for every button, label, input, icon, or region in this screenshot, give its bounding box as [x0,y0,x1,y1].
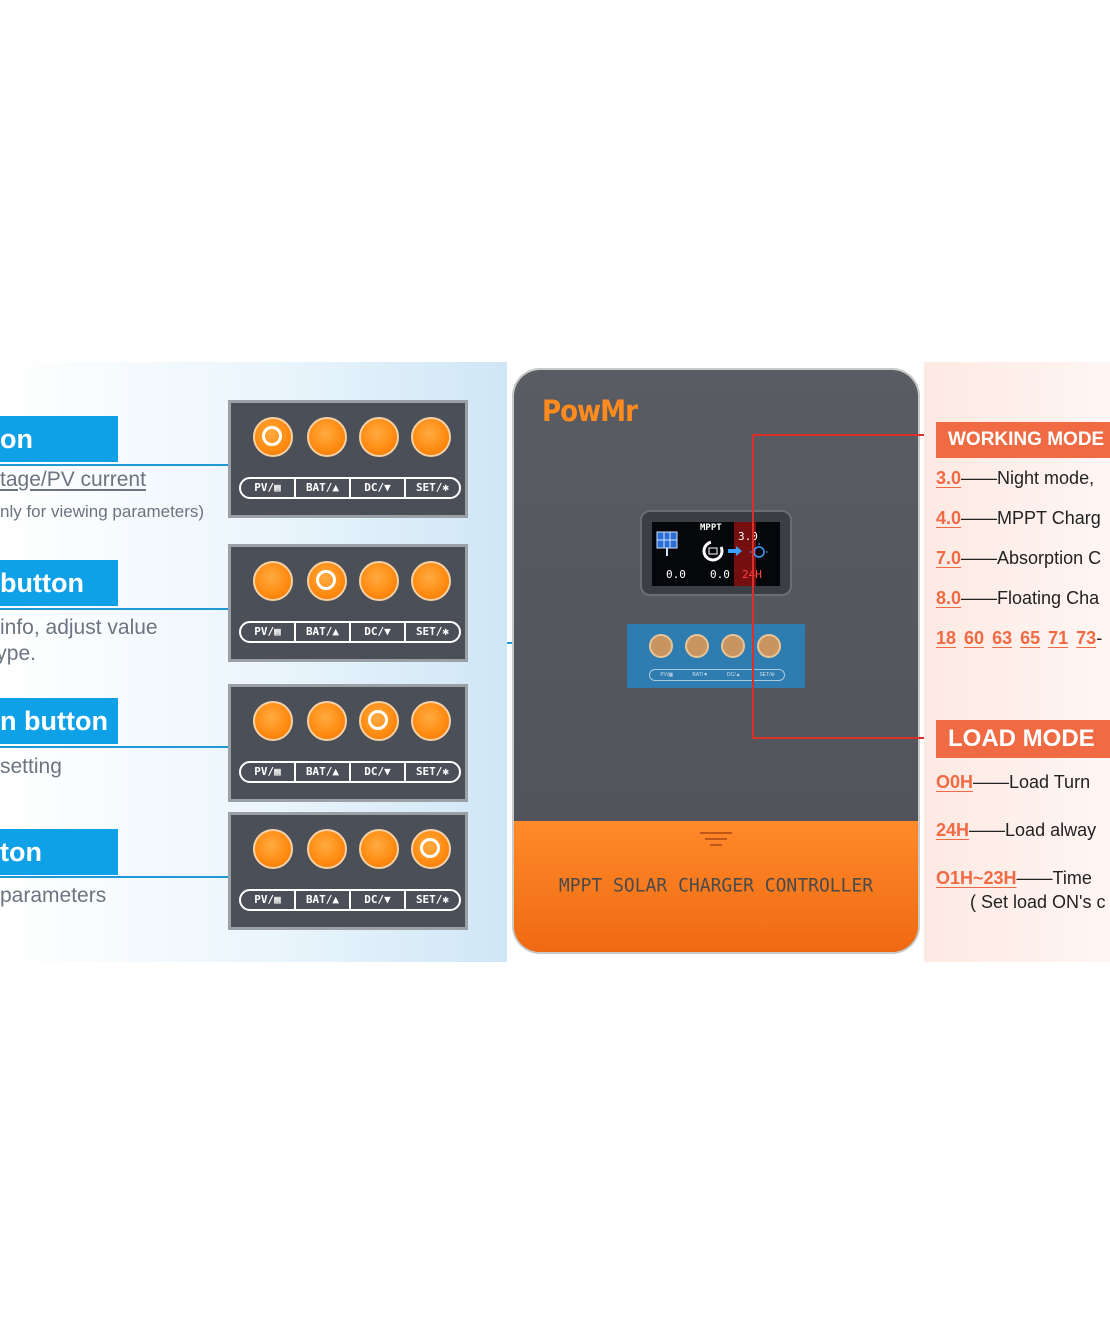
keypad-illustration-bat: PV/▦ BAT/▲ DC/▼ SET/✱ [228,544,468,662]
keypad-illustration-dc: PV/▦ BAT/▲ DC/▼ SET/✱ [228,684,468,802]
bat-button-desc: info, adjust value [0,616,158,639]
key-label-pv: PV/▦ [241,891,296,909]
key-label-bat: BAT/▲ [296,891,351,909]
working-mode-item: 8.0——Floating Cha [936,588,1100,608]
pv-button-title: on [0,416,118,462]
pv-button-desc: tage/PV current [0,468,146,491]
load-mode-item: O1H~23H——Time [936,868,1092,888]
working-mode-item: 4.0——MPPT Charg [936,508,1101,528]
controller-set-button[interactable] [757,634,781,658]
brand-logo: PowMr [542,394,638,428]
key-label-dc: DC/▼ [351,891,406,909]
key-label-pv: PV/▦ [241,479,296,497]
pv-key-button [253,417,293,457]
dc-key-button [359,701,399,741]
key-label-set: SET/✱ [415,625,450,638]
controller-bottom-cover [514,821,918,952]
key-label-bar: PV/▦ BAT/▲ DC/▼ SET/✱ [239,621,461,643]
set-button-desc: parameters [0,884,107,907]
pv-key-button [253,829,293,869]
set-key-button [411,829,451,869]
pv-key-button [253,561,293,601]
button-guide-panel: on tage/PV current nly for viewing param… [0,362,507,962]
controller-dc-button[interactable] [721,634,745,658]
working-mode-item: 3.0——Night mode, [936,468,1095,488]
key-label-bat: BAT/▲ [296,623,351,641]
set-key-button [411,561,451,601]
dc-key-button [359,417,399,457]
key-label-dc: DC/▼ [351,763,406,781]
lcd-load-value: 24H [742,568,762,581]
key-label-bar: PV/▦ BAT/▲ DC/▼ SET/✱ [239,761,461,783]
working-mode-title: WORKING MODE [936,422,1110,458]
load-mode-item: O0H——Load Turn [936,772,1091,792]
key-label-dc: DC/▼ [351,479,406,497]
mini-key-dc: DC/▲ [726,672,741,678]
vent-icon [700,832,732,846]
key-label-bar: PV/▦ BAT/▲ DC/▼ SET/✱ [239,889,461,911]
controller-keypad-highlight: PV/▦ BAT/▼ DC/▲ SET/⚙ [627,624,805,688]
key-label-set: SET/✱ [415,893,450,906]
controller-bat-button[interactable] [685,634,709,658]
load-mode-item: 24H——Load alway [936,820,1097,840]
mini-key-pv: PV/▦ [660,672,674,678]
charge-controller: PowMr MPPT 3.0 [514,370,918,952]
mode-guide-panel: WORKING MODE 3.0——Night mode, 4.0——MPPT … [924,362,1110,962]
controller-pv-button[interactable] [649,634,673,658]
lcd-display-frame: MPPT 3.0 0.0 0.0 24H [640,510,792,596]
set-key-button [411,701,451,741]
set-key-button [411,417,451,457]
key-label-bar: PV/▦ BAT/▲ DC/▼ SET/✱ [239,477,461,499]
bat-key-button [307,701,347,741]
product-label: MPPT SOLAR CHARGER CONTROLLER [558,874,874,897]
key-label-dc: DC/▼ [351,623,406,641]
battery-cycle-icon [702,540,724,562]
bat-key-button [307,561,347,601]
keypad-illustration-pv: PV/▦ BAT/▲ DC/▼ SET/✱ [228,400,468,518]
dc-button-title: n button [0,698,118,744]
key-label-bat: BAT/▲ [296,479,351,497]
pv-key-button [253,701,293,741]
red-connector-lines [752,434,936,739]
bat-button-desc-2: ype. [0,642,36,665]
solar-panel-icon [656,531,678,556]
key-label-bat: BAT/▲ [296,763,351,781]
load-mode-title: LOAD MODE [936,720,1110,758]
lcd-screen: MPPT 3.0 0.0 0.0 24H [652,522,780,586]
bat-key-button [307,829,347,869]
keypad-illustration-set: PV/▦ BAT/▲ DC/▼ SET/✱ [228,812,468,930]
bat-key-button [307,417,347,457]
key-label-pv: PV/▦ [241,763,296,781]
set-button-title: ton [0,829,118,875]
lcd-header: MPPT [700,523,722,533]
lcd-pv-value: 0.0 [666,568,686,581]
pv-button-note: nly for viewing parameters) [0,502,205,521]
dc-key-button [359,829,399,869]
key-label-pv: PV/▦ [241,623,296,641]
bat-button-title: button [0,560,118,606]
lcd-mode-highlight [734,522,756,586]
controller-key-labels: PV/▦ BAT/▼ DC/▲ SET/⚙ [649,669,785,681]
dc-button-desc: setting [0,755,62,778]
mini-key-set: SET/⚙ [759,672,776,678]
lcd-bat-value: 0.0 [710,568,730,581]
load-mode-note: ( Set load ON's c [970,892,1106,912]
key-label-set: SET/✱ [415,481,450,494]
dc-key-button [359,561,399,601]
working-mode-item: 7.0——Absorption C [936,548,1102,568]
key-label-set: SET/✱ [415,765,450,778]
arrow-right-icon [728,546,742,556]
mini-key-bat: BAT/▼ [692,672,709,678]
